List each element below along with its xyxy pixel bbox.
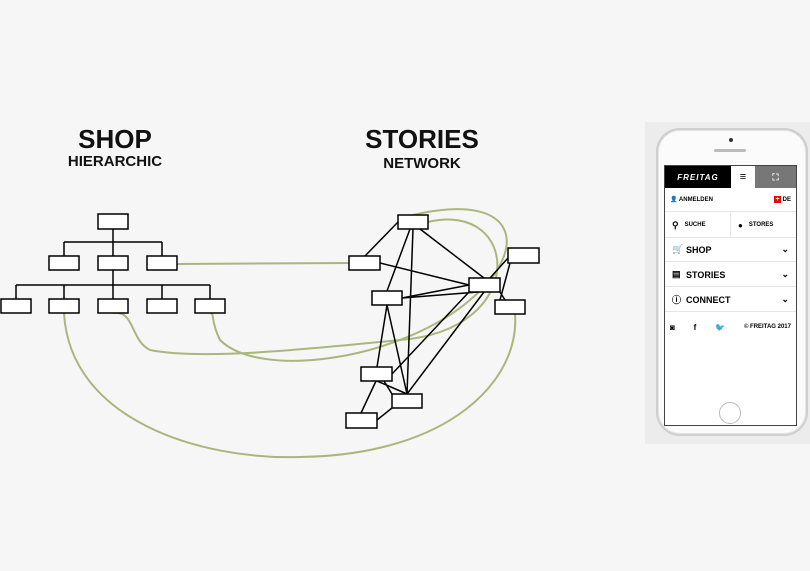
stories-subtitle: NETWORK [383,155,461,172]
search-button[interactable]: ⚲ SUCHE [665,213,731,237]
chevron-down-icon: ⌄ [781,269,789,279]
speaker-icon [714,149,746,152]
home-button[interactable] [719,402,741,424]
instagram-icon[interactable]: ◙ [670,322,675,332]
search-label: SUCHE [684,222,706,228]
twitter-icon[interactable]: 🐦 [715,322,726,332]
menu-label: STORIES [686,269,726,280]
freitag-logo[interactable]: FREITAG [665,166,731,188]
stores-button[interactable]: ● STORES [731,221,796,230]
language-selector[interactable]: + DE [773,196,791,203]
stories-title: STORIES [365,124,479,154]
shop-subtitle: HIERARCHIC [67,153,163,170]
shop-stories-diagram [0,208,540,459]
menu-item-shop[interactable]: 🛒SHOP ⌄ [665,238,796,262]
search-icon: ⚲ [672,219,679,230]
phone-screen: FREITAG ≡ ⛶ 👤 ANMELDEN + DE ⚲ SUCHE ● STOR… [664,165,797,426]
chat-icon: ▤ [672,269,681,279]
menu-label: CONNECT [686,294,731,305]
chevron-down-icon: ⌄ [781,244,789,254]
hamburger-menu-button[interactable]: ≡ [739,171,747,183]
facebook-icon[interactable]: f [693,322,697,332]
menu-item-connect[interactable]: ⓘ CONNECT ⌄ [665,288,796,312]
cross-links [63,208,517,459]
chevron-down-icon: ⌄ [781,294,789,304]
scan-button[interactable]: ⛶ [755,166,796,188]
swiss-flag-icon: + [773,196,781,203]
login-label: ANMELDEN [678,197,713,203]
menu-item-stories[interactable]: ▤ STORIES ⌄ [665,263,796,287]
cart-icon: 🛒 [672,244,684,254]
login-link[interactable]: 👤 ANMELDEN [670,197,713,203]
shop-title: SHOP [78,124,152,154]
location-pin-icon: ● [738,220,743,230]
language-label: DE [782,197,791,203]
network-edges [360,221,511,421]
stores-label: STORES [748,222,774,228]
tree-edges [15,229,211,299]
camera-icon [729,138,733,142]
nodes [0,213,540,429]
copyright-text: © FREITAG 2017 [743,324,791,330]
info-icon: ⓘ [672,295,682,305]
menu-label: SHOP [686,244,712,255]
